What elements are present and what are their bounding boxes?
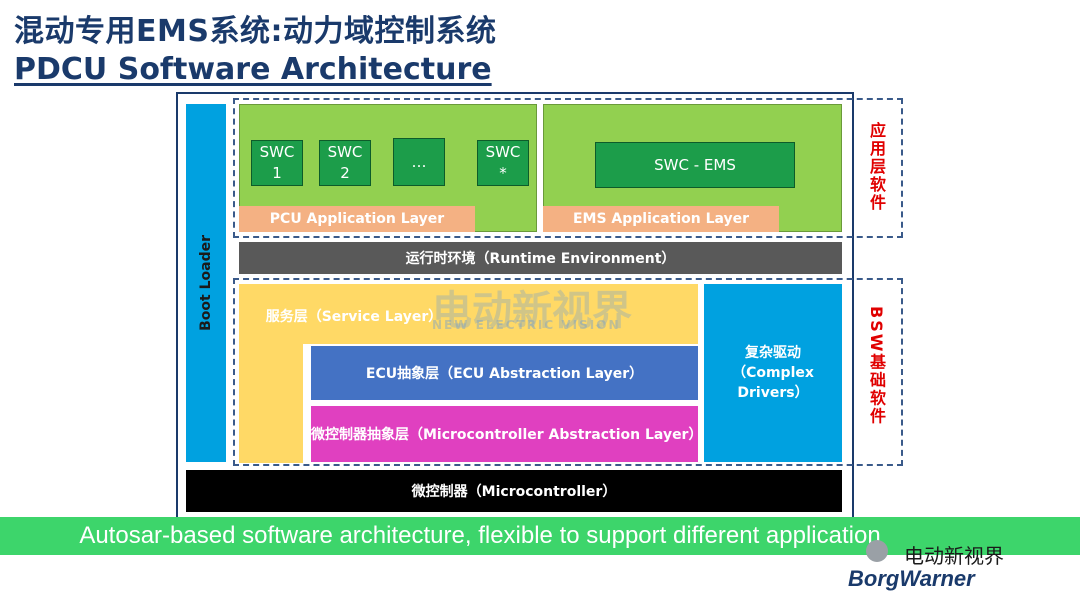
side-label-application-software: 应用层软件 [867,122,886,212]
ecu-abstraction-layer-block: ECU抽象层（ECU Abstraction Layer） [311,346,698,400]
swc-ems-block: SWC - EMS [595,142,795,188]
swc-star-line2: * [499,164,507,182]
service-layer-shape [239,284,698,463]
swc-block-ellipsis: … [393,138,445,186]
runtime-environment-block: 运行时环境（Runtime Environment） [239,242,842,274]
side-label-bsw-software: BSW基础软件 [867,306,886,426]
page-subtitle: PDCU Software Architecture [14,52,492,87]
boot-loader-label: Boot Loader [198,235,214,331]
microcontroller-block: 微控制器（Microcontroller） [186,470,842,512]
swc-block-2: SWC 2 [319,140,371,186]
wechat-icon [866,540,888,562]
service-layer-label: 服务层（Service Layer） [265,309,443,325]
boot-loader-block: Boot Loader [186,104,226,462]
swc-1-line2: 1 [272,164,282,182]
watermark-text: 电动新视界 [432,288,632,334]
ems-application-layer-label: EMS Application Layer [543,206,779,232]
wechat-account-name: 电动新视界 [904,544,1004,568]
watermark-subtext: NEW ELECTRIC VISION [432,318,621,332]
swc-2-line2: 2 [340,164,350,182]
complex-drivers-line2: （Complex [732,365,814,381]
complex-drivers-block: 复杂驱动 （Complex Drivers） [704,284,842,462]
swc-ellipsis-line1: … [411,152,427,171]
bsw-dashed-region [233,278,903,466]
swc-block-star: SWC * [477,140,529,186]
complex-drivers-line3: Drivers） [737,385,809,401]
app-layer-dashed-region [233,98,903,238]
page-title: 混动专用EMS系统:动力域控制系统 [14,14,497,49]
summary-banner: Autosar-based software architecture, fle… [0,517,1080,555]
swc-2-line1: SWC [327,143,363,161]
swc-1-line1: SWC [259,143,295,161]
microcontroller-abstraction-layer-block: 微控制器抽象层（Microcontroller Abstraction Laye… [311,406,702,462]
complex-drivers-line1: 复杂驱动 [745,345,801,361]
swc-star-line1: SWC [485,143,521,161]
pcu-application-layer-label: PCU Application Layer [239,206,475,232]
swc-block-1: SWC 1 [251,140,303,186]
brand-logo: BorgWarner [848,566,975,591]
